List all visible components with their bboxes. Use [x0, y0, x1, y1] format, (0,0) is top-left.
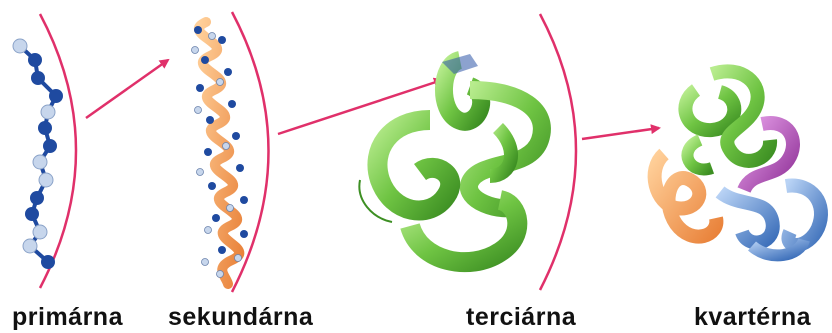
bracket-3: [540, 14, 576, 290]
folded-protein-icon: [359, 54, 542, 262]
label-secondary-structure: sekundárna: [168, 303, 313, 332]
alpha-helix-icon: [192, 22, 249, 284]
arrow-primary-to-secondary: [86, 60, 168, 118]
label-quaternary-structure: kvartérna: [694, 303, 811, 332]
amino-acid-chain-icon: [13, 39, 63, 269]
arrow-tertiary-to-quaternary: [582, 128, 659, 139]
label-tertiary-structure: terciárna: [466, 303, 576, 332]
multi-subunit-protein-icon: [655, 71, 821, 255]
label-primary-structure: primárna: [12, 303, 123, 332]
